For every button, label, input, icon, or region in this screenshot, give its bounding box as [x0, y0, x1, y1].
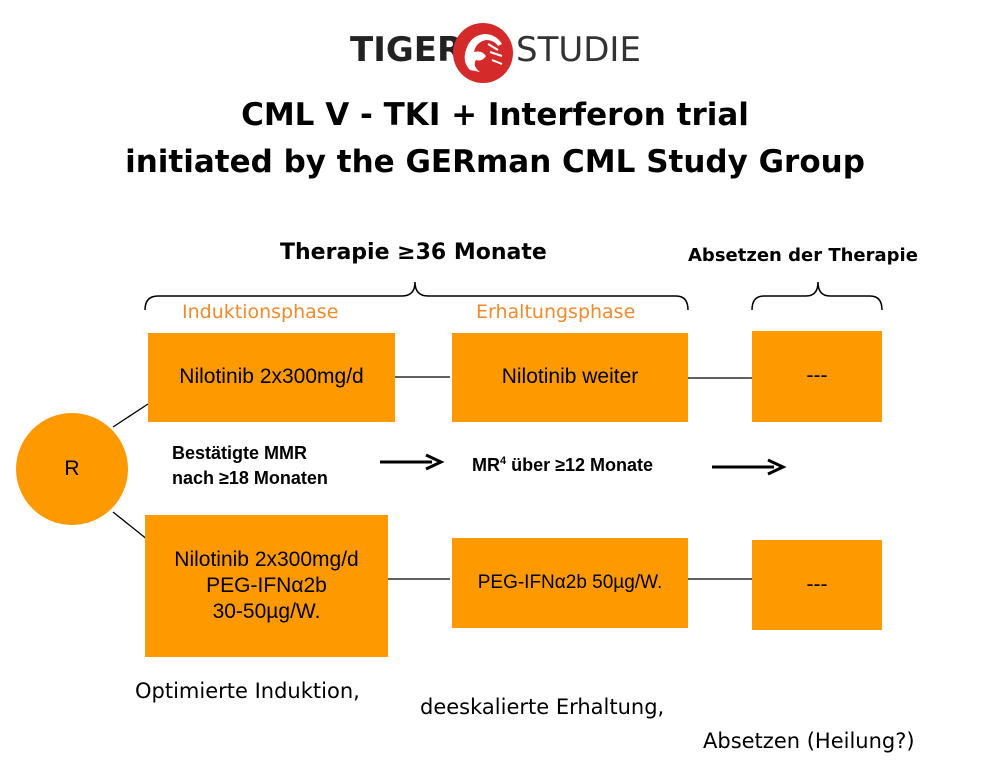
arrow-icon	[712, 458, 787, 476]
footer-induction: Optimierte Induktion,	[135, 679, 360, 703]
logo-text-studie: STUDIE	[516, 30, 641, 70]
mr4-prefix: MR	[472, 455, 500, 475]
logo-text-tiger: TIGER	[350, 30, 464, 70]
arm2-maintenance-box: PEG-IFNα2b 50µg/W.	[452, 538, 688, 628]
induction-phase-label: Induktionsphase	[182, 301, 339, 323]
tiger-logo-icon	[453, 23, 513, 83]
therapy-duration-label: Therapie ≥36 Monate	[280, 240, 547, 265]
maintenance-phase-label: Erhaltungsphase	[476, 301, 636, 323]
footer-stop: Absetzen (Heilung?)	[703, 729, 915, 753]
mmr-criterion-line1: Bestätigte MMR	[172, 443, 308, 463]
arm1-stop-box: ---	[752, 331, 882, 422]
arm1-induction-box: Nilotinib 2x300mg/d	[148, 333, 395, 422]
arm1-maintenance-box: Nilotinib weiter	[452, 333, 688, 422]
mr4-criterion: MR4 über ≥12 Monate	[472, 455, 653, 476]
arm1-maintenance-text: Nilotinib weiter	[501, 365, 639, 389]
connector-r-arm2	[112, 511, 149, 541]
mmr-criterion: Bestätigte MMR nach ≥18 Monaten	[172, 441, 328, 491]
connector-r-arm1	[112, 403, 149, 428]
mr4-superscript: 4	[500, 455, 507, 467]
mmr-criterion-line2: nach ≥18 Monaten	[172, 468, 328, 488]
mr4-suffix: über ≥12 Monate	[506, 455, 654, 475]
arm2-stop-box: ---	[752, 540, 882, 630]
title-line-2: initiated by the GERman CML Study Group	[125, 144, 865, 180]
arm2-stop-text: ---	[806, 572, 828, 596]
stop-brace	[751, 281, 883, 311]
randomization-circle: R	[16, 413, 128, 525]
title-line-1: CML V - TKI + Interferon trial	[241, 97, 749, 133]
arm2-induction-line1: Nilotinib 2x300mg/d	[174, 547, 359, 571]
arm2-induction-line2: PEG-IFNα2b	[206, 573, 327, 597]
arm1-induction-text: Nilotinib 2x300mg/d	[179, 365, 364, 389]
footer-maintenance: deeskalierte Erhaltung,	[420, 695, 665, 719]
arrow-icon	[380, 453, 445, 471]
therapy-brace	[144, 281, 689, 311]
arm2-induction-line3: 30-50µg/W.	[212, 600, 321, 624]
randomization-label: R	[64, 457, 80, 480]
arm2-induction-box: Nilotinib 2x300mg/d PEG-IFNα2b 30-50µg/W…	[145, 515, 388, 657]
stop-therapy-label: Absetzen der Therapie	[688, 245, 918, 266]
arm2-maintenance-text: PEG-IFNα2b 50µg/W.	[477, 572, 663, 594]
arm1-stop-text: ---	[806, 364, 828, 388]
